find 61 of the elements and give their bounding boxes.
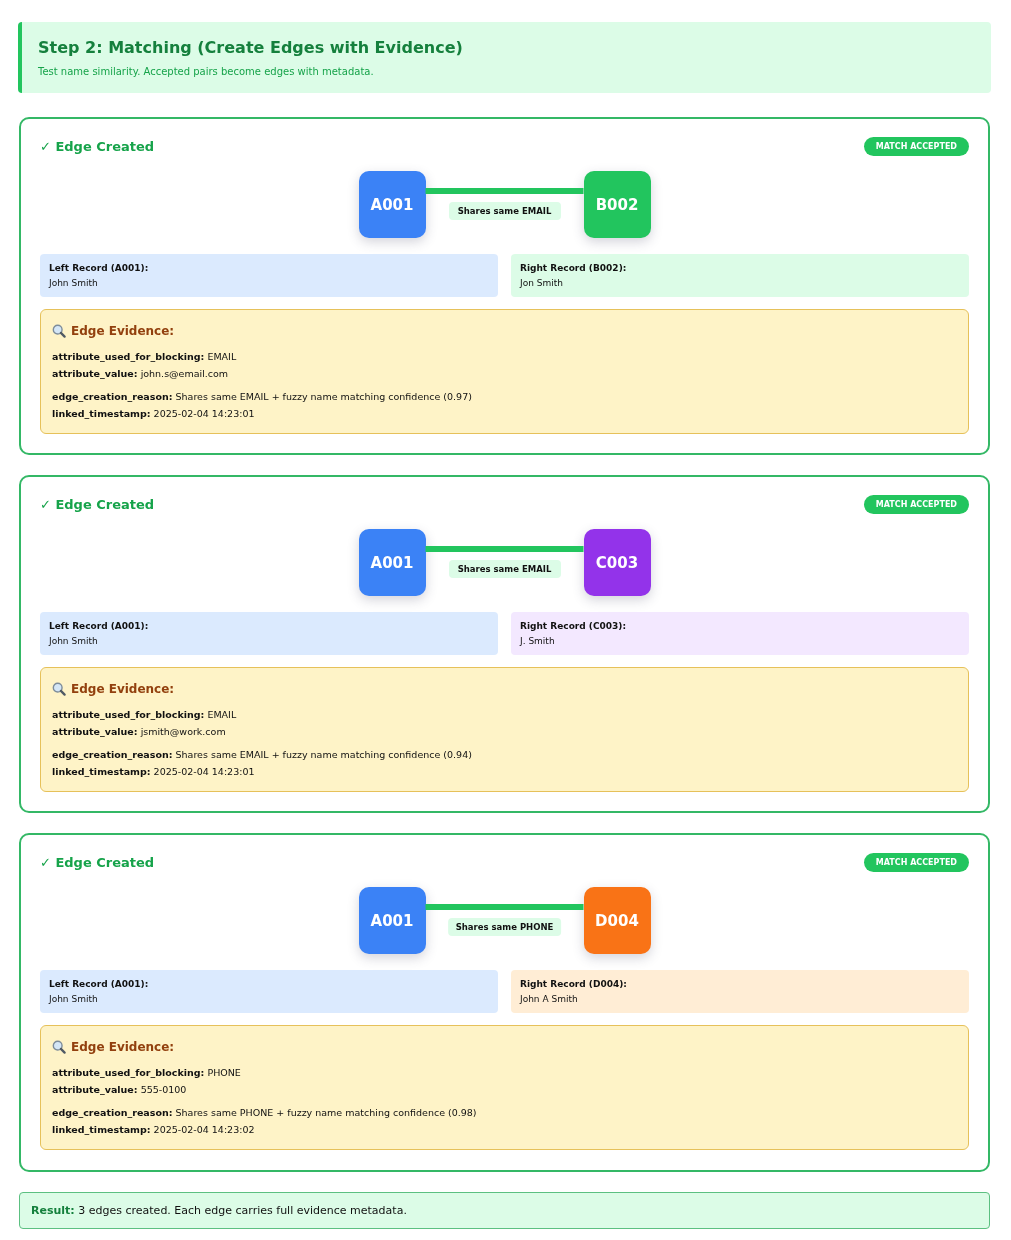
evidence-panel (40, 667, 969, 792)
evidence-heading: Edge Evidence: (71, 1039, 175, 1055)
evidence-line: attribute_used_for_blocking: EMAIL (52, 708, 238, 722)
step-description: Test name similarity. Accepted pairs become edges with metadata. (38, 65, 375, 79)
record-panel (511, 254, 969, 297)
record-value: John Smith (49, 993, 99, 1006)
record-node: A001 (358, 171, 426, 238)
evidence-heading: Edge Evidence: (71, 681, 175, 697)
step-title: Step 2: Matching (Create Edges with Evidence) (38, 37, 464, 59)
record-label: Left Record (A001): (49, 978, 150, 991)
edge-label: Shares same EMAIL (448, 560, 561, 578)
record-node: A001 (358, 887, 426, 954)
record-value: J. Smith (520, 635, 556, 648)
result-panel (19, 1192, 990, 1229)
evidence-panel (40, 1025, 969, 1150)
status-badge: MATCH ACCEPTED (863, 495, 969, 514)
evidence-line: edge_creation_reason: Shares same PHONE + fuzzy name matching confidence (0.98) (52, 1106, 478, 1120)
record-label: Right Record (C003): (520, 620, 628, 633)
record-value: John Smith (49, 635, 99, 648)
record-value: John Smith (49, 277, 99, 290)
record-node: C003 (583, 529, 651, 596)
evidence-line: attribute_value: john.s@email.com (52, 367, 230, 381)
record-value: Jon Smith (520, 277, 564, 290)
record-panel (40, 612, 498, 655)
match-card (19, 117, 990, 455)
record-label: Left Record (A001): (49, 262, 150, 275)
edge-line (425, 188, 584, 194)
evidence-line: attribute_value: jsmith@work.com (52, 725, 227, 739)
step-header-panel (18, 22, 991, 93)
evidence-line: edge_creation_reason: Shares same EMAIL + fuzzy name matching confidence (0.94) (52, 748, 473, 762)
evidence-heading: Edge Evidence: (71, 323, 175, 339)
edge-label: Shares same EMAIL (448, 202, 561, 220)
evidence-line: linked_timestamp: 2025-02-04 14:23:01 (52, 407, 256, 421)
record-label: Right Record (B002): (520, 262, 628, 275)
status-badge: MATCH ACCEPTED (863, 137, 969, 156)
record-value: John A Smith (520, 993, 579, 1006)
card-heading: ✓ Edge Created (40, 495, 155, 514)
result-text: Result: 3 edges created. Each edge carries full evidence metadata. (31, 1202, 407, 1219)
evidence-panel (40, 309, 969, 434)
record-panel (40, 970, 498, 1013)
match-card (19, 833, 990, 1172)
record-node: D004 (583, 887, 651, 954)
evidence-line: attribute_value: 555-0100 (52, 1083, 188, 1097)
evidence-line: attribute_used_for_blocking: PHONE (52, 1066, 242, 1080)
evidence-line: attribute_used_for_blocking: EMAIL (52, 350, 238, 364)
record-label: Left Record (A001): (49, 620, 150, 633)
evidence-line: linked_timestamp: 2025-02-04 14:23:01 (52, 765, 256, 779)
record-panel (511, 970, 969, 1013)
record-label: Right Record (D004): (520, 978, 628, 991)
edge-line (425, 904, 584, 910)
card-heading: ✓ Edge Created (40, 853, 155, 872)
edge-line (425, 546, 584, 552)
edge-label: Shares same PHONE (447, 918, 562, 936)
match-card (19, 475, 990, 813)
evidence-line: edge_creation_reason: Shares same EMAIL + fuzzy name matching confidence (0.97) (52, 390, 473, 404)
evidence-line: linked_timestamp: 2025-02-04 14:23:02 (52, 1123, 256, 1137)
record-panel (40, 254, 498, 297)
record-node: A001 (358, 529, 426, 596)
record-node: B002 (583, 171, 651, 238)
card-heading: ✓ Edge Created (40, 137, 155, 156)
status-badge: MATCH ACCEPTED (863, 853, 969, 872)
